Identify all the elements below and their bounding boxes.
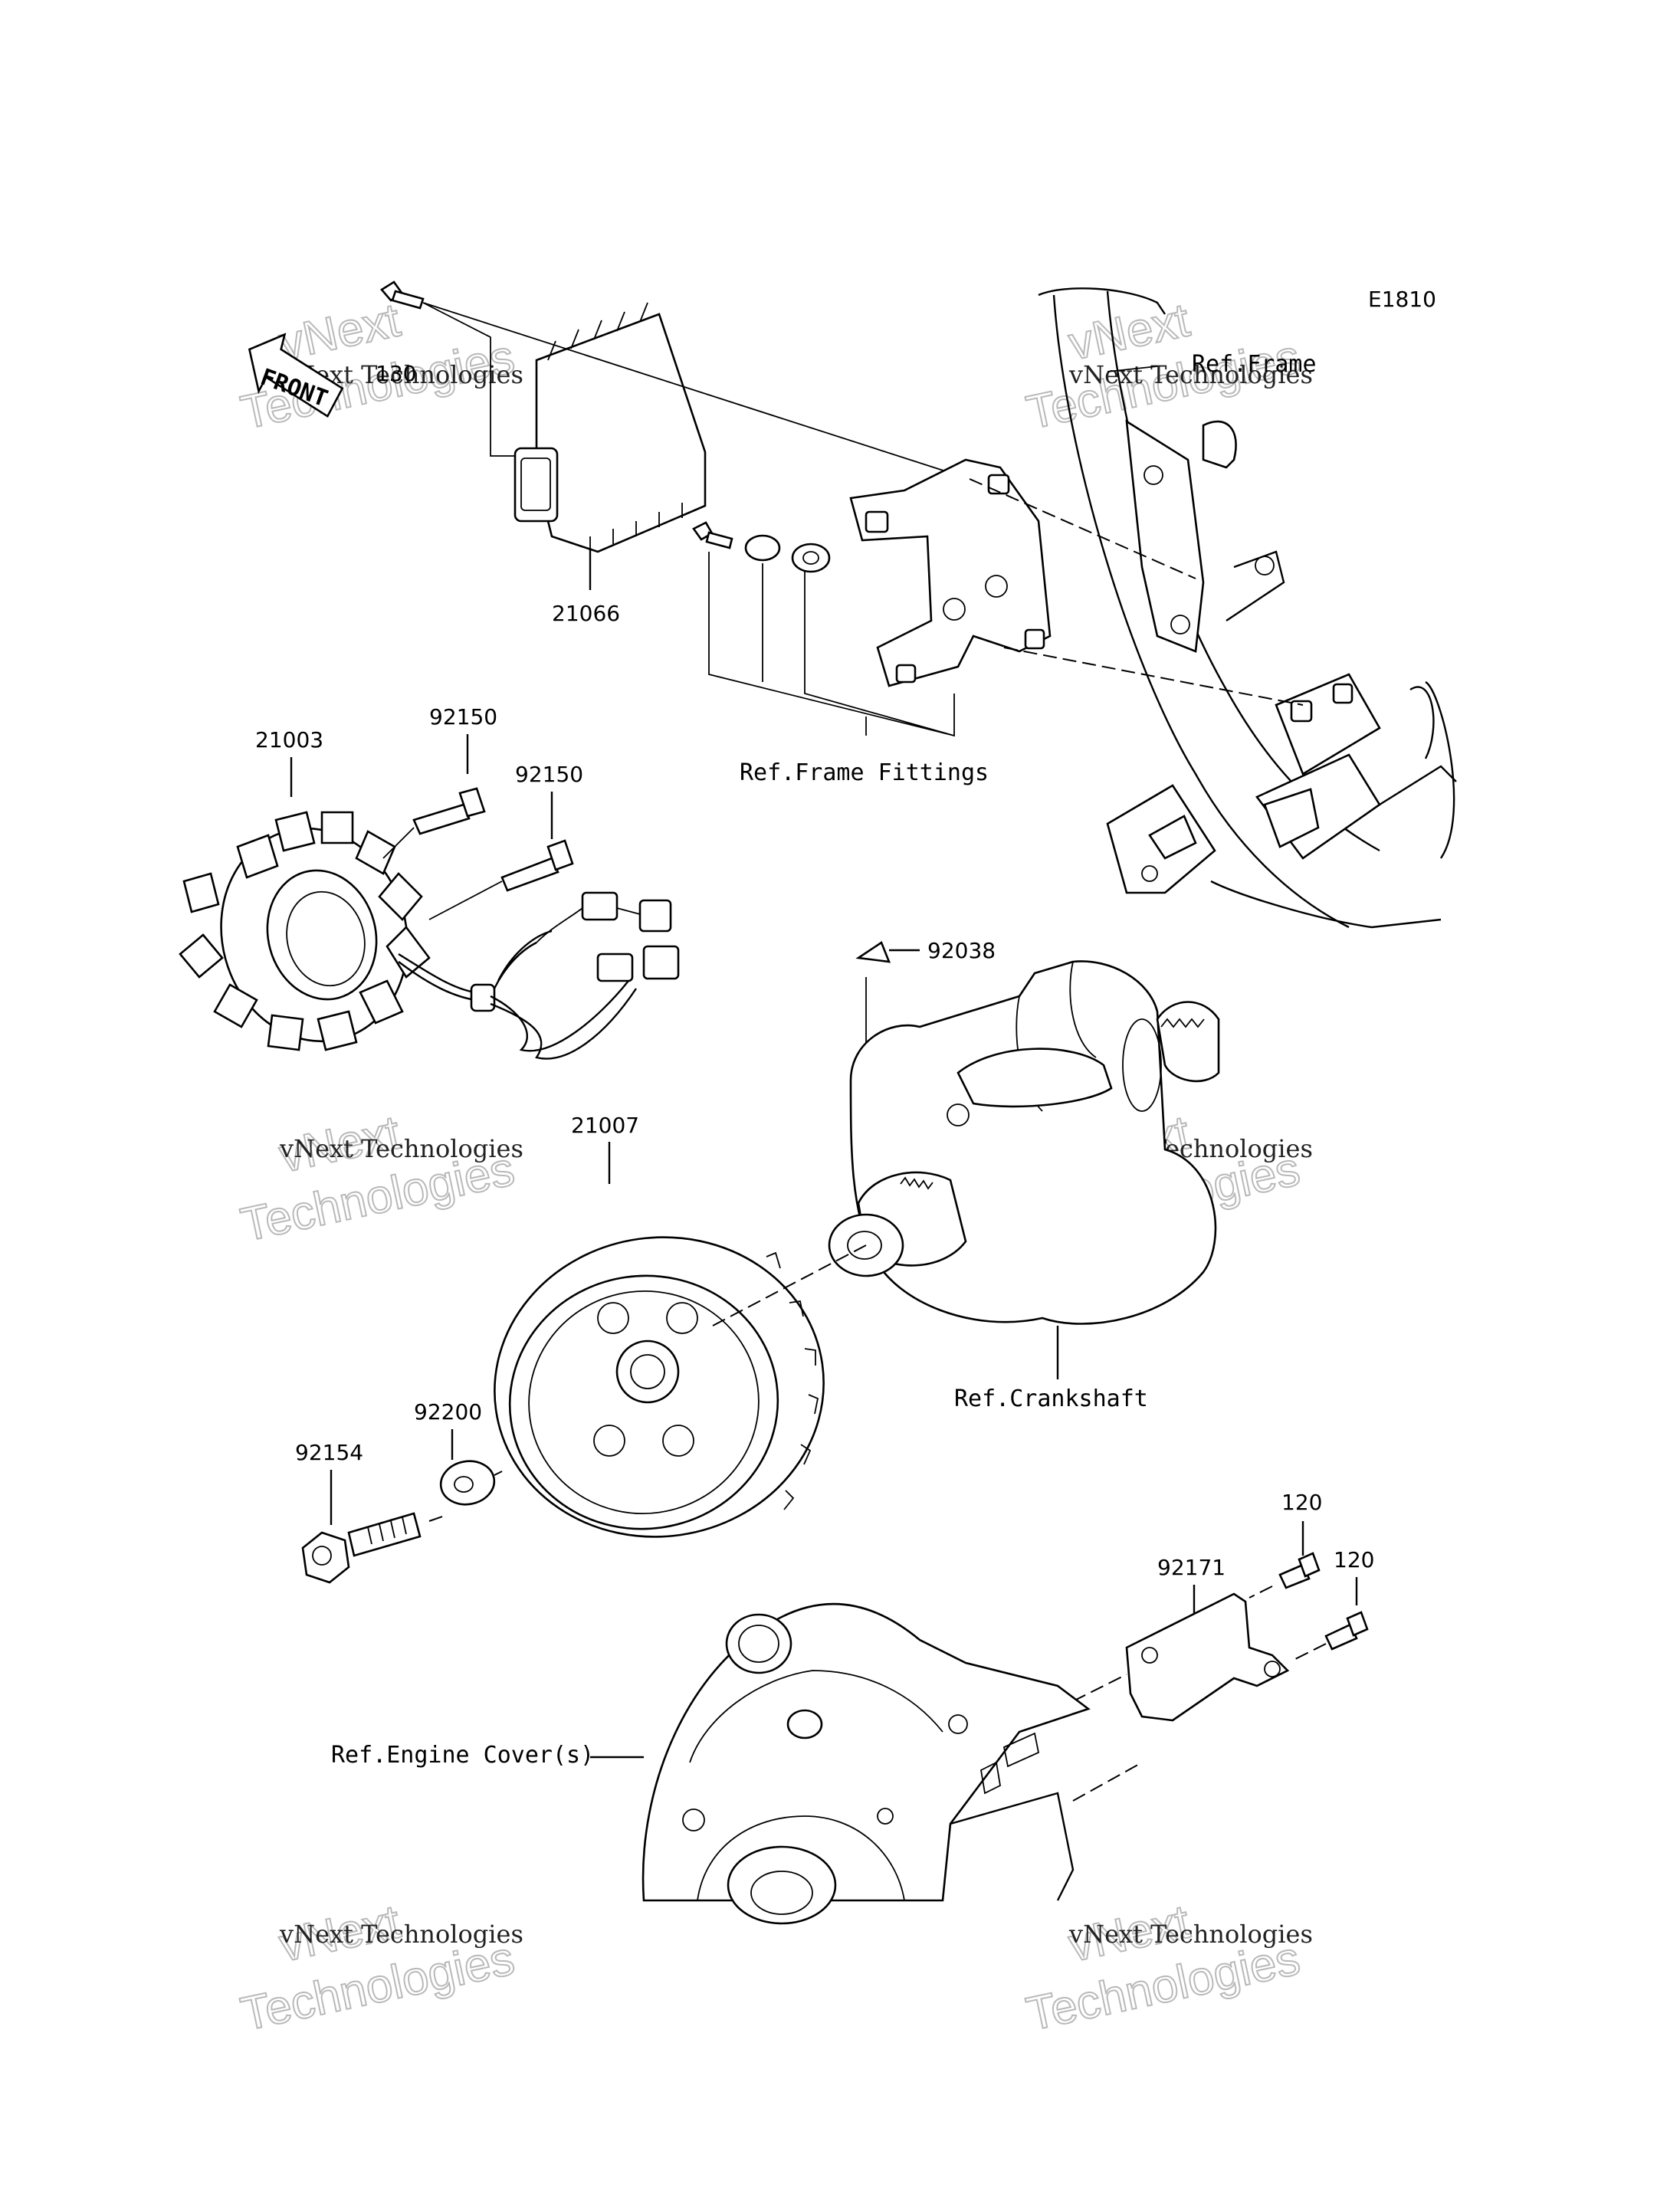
screw-120-a-icon: [1278, 1552, 1321, 1589]
leader-130: [422, 302, 970, 480]
label-ref-crankshaft: Ref.Crankshaft: [954, 1385, 1148, 1412]
svg-text:vNext Technologies: vNext Technologies: [279, 1920, 523, 1949]
watermark-bottom-left: vNext Technologies vNext Technologies: [236, 1894, 523, 2041]
label-21066: 21066: [552, 601, 620, 626]
bolt-130-icon: [380, 280, 425, 310]
cover-92171: [1125, 1592, 1290, 1722]
washer-92200-icon: [439, 1460, 496, 1506]
watermark-bottom-right: vNext Technologies vNext Technologies: [1022, 1894, 1313, 2041]
bolt-92154-icon: [301, 1512, 422, 1584]
label-120-b: 120: [1334, 1547, 1374, 1572]
leader-stator-bolts: [382, 827, 503, 920]
leader-ref-frame: [1107, 366, 1158, 372]
label-ref-frame-fittings: Ref.Frame Fittings: [740, 759, 989, 786]
label-21007: 21007: [571, 1113, 639, 1138]
label-92150-b: 92150: [515, 762, 583, 787]
dashed-guide-bolt: [428, 1471, 503, 1522]
frame-fitting-bracket: [849, 458, 1052, 687]
label-ref-engine-cover: Ref.Engine Cover(s): [331, 1742, 594, 1769]
bolt-92150-a-icon: [412, 787, 486, 835]
label-92150-a: 92150: [429, 704, 497, 730]
grommet-icon: [791, 543, 831, 573]
regulator-rectifier-21066: [514, 302, 707, 553]
crankshaft: [828, 960, 1220, 1325]
label-130: 130: [376, 361, 416, 386]
label-92038: 92038: [927, 938, 996, 963]
diagram-code: E1810: [1368, 287, 1436, 312]
frame-structure: [1038, 287, 1457, 929]
stator-coil-21003: [179, 811, 431, 1051]
label-120-a: 120: [1281, 1490, 1322, 1515]
bolt-icon: [692, 521, 733, 549]
dashed-guide-cover: [1072, 1585, 1327, 1802]
washer-icon: [744, 534, 781, 562]
label-21003: 21003: [255, 727, 323, 753]
stator-harness: [398, 891, 680, 1060]
bolt-92150-b-icon: [500, 839, 574, 892]
dashed-guide-frame: [969, 478, 1304, 706]
key-92038-icon: [855, 941, 891, 963]
svg-text:vNext Technologies: vNext Technologies: [1068, 1920, 1313, 1949]
engine-cover: [641, 1602, 1091, 1925]
svg-text:vNext Technologies: vNext Technologies: [279, 1134, 523, 1163]
leader-frame-fittings: [708, 552, 955, 737]
flywheel-rotor-21007: [494, 1236, 825, 1538]
label-92171: 92171: [1157, 1555, 1226, 1580]
dashed-guide-rotor: [712, 1244, 867, 1326]
screw-120-b-icon: [1324, 1611, 1369, 1651]
svg-text:vNext Technologies: vNext Technologies: [1068, 360, 1313, 389]
label-92154: 92154: [295, 1440, 363, 1465]
watermark-middle-left: vNext Technologies vNext Technologies: [236, 1105, 523, 1252]
label-ref-frame: Ref.Frame: [1192, 351, 1317, 378]
label-92200: 92200: [414, 1399, 482, 1425]
